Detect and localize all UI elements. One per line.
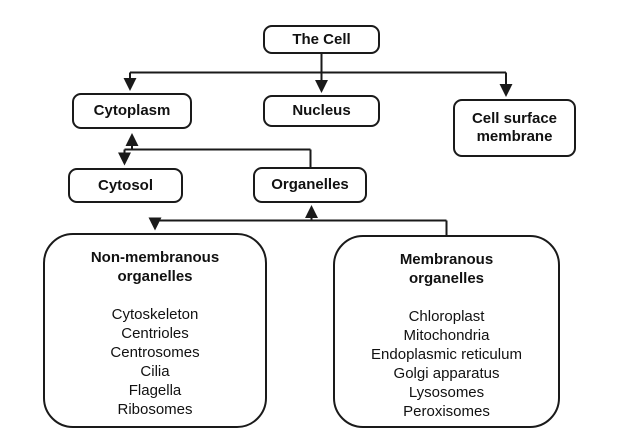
list-item: Cytoskeleton xyxy=(111,306,199,323)
list-item: Cilia xyxy=(140,363,170,380)
panel-membranous-list: Chloroplast Mitochondria Endoplasmic ret… xyxy=(335,307,558,421)
panel-membranous-title: Membranous organelles xyxy=(399,251,494,287)
node-cytosol: Cytosol xyxy=(68,168,183,203)
list-item: Centrioles xyxy=(121,325,189,342)
list-item: Endoplasmic reticulum xyxy=(371,346,522,363)
node-the-cell-label: The Cell xyxy=(292,30,351,48)
panel-membranous-organelles: Membranous organelles Chloroplast Mitoch… xyxy=(333,235,560,428)
node-nucleus-label: Nucleus xyxy=(292,102,351,119)
list-item: Lysosomes xyxy=(408,384,485,401)
panel-non-membranous-title: Non-membranous organelles xyxy=(90,249,220,285)
list-item: Ribosomes xyxy=(117,401,193,418)
node-organelles-label: Organelles xyxy=(271,176,349,193)
list-item: Peroxisomes xyxy=(403,403,490,420)
node-cytoplasm-label: Cytoplasm xyxy=(93,102,171,119)
node-organelles: Organelles xyxy=(253,167,367,203)
node-cell-surface-membrane-label: Cell surface membrane xyxy=(471,110,558,145)
node-nucleus: Nucleus xyxy=(263,95,380,127)
list-item: Golgi apparatus xyxy=(393,365,500,382)
node-the-cell: The Cell xyxy=(263,25,380,54)
list-item: Mitochondria xyxy=(403,327,490,344)
list-item: Flagella xyxy=(128,382,182,399)
list-item: Chloroplast xyxy=(408,308,485,325)
node-cell-surface-membrane: Cell surface membrane xyxy=(453,99,576,157)
panel-non-membranous-list: Cytoskeleton Centrioles Centrosomes Cili… xyxy=(45,305,265,419)
node-cytoplasm: Cytoplasm xyxy=(72,93,192,129)
list-item: Centrosomes xyxy=(110,344,200,361)
node-cytosol-label: Cytosol xyxy=(97,176,153,194)
panel-non-membranous-organelles: Non-membranous organelles Cytoskeleton C… xyxy=(43,233,267,428)
